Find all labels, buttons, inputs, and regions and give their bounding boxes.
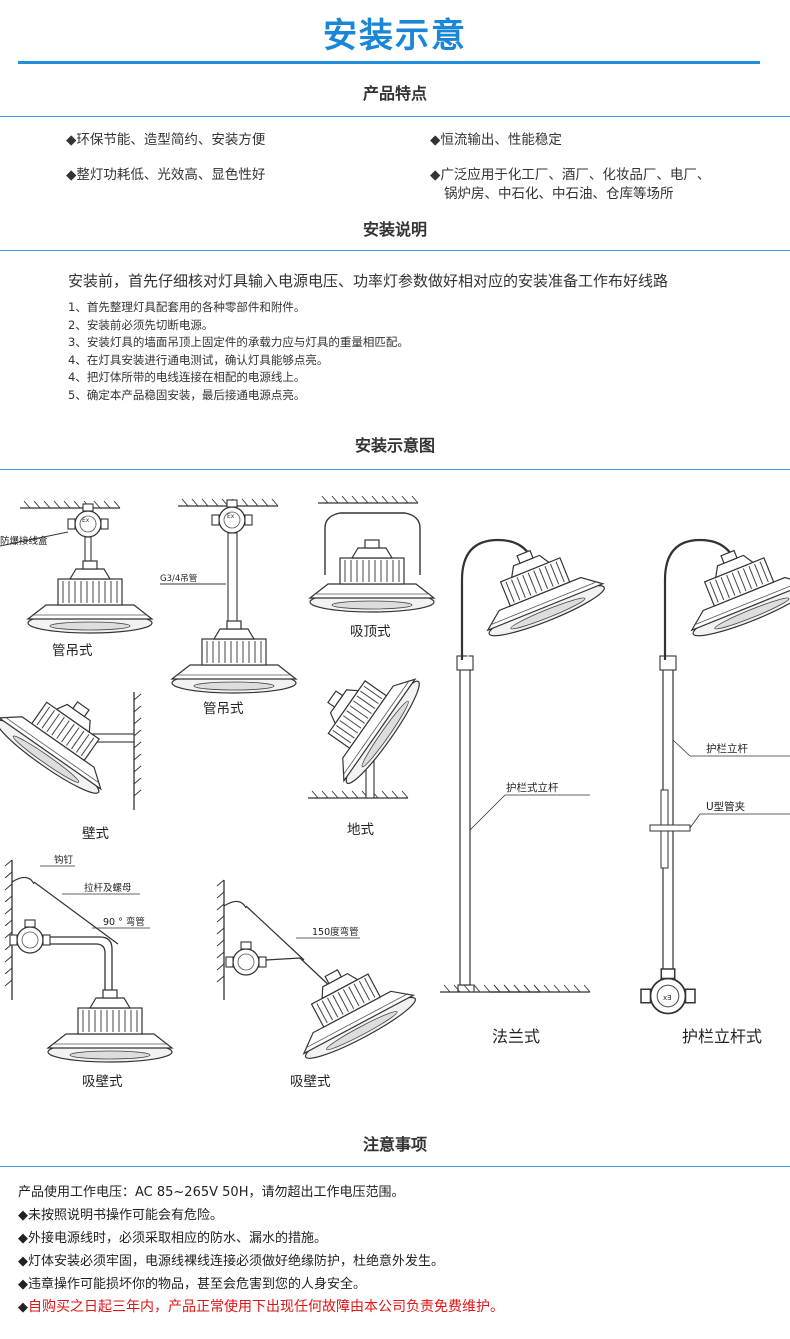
guard-pole-label: 护栏式立杆	[506, 781, 559, 794]
note-item: ◆违章操作可能损坏你的物品，甚至会危害到您的人身安全。	[18, 1277, 366, 1292]
diagram-divider	[0, 469, 790, 470]
notes-heading: 注意事项	[362, 1135, 427, 1154]
label-pendant-b: 管吊式	[203, 701, 244, 717]
junction-box-shape	[640, 968, 696, 1015]
feature-item: 锅炉房、中石化、中石油、仓库等场所	[444, 186, 674, 202]
warranty-note: ◆自购买之日起三年内，产品正常使用下出现任何故障由本公司负责免费维护。	[18, 1296, 504, 1319]
lamp-ceiling	[309, 539, 435, 613]
note-item: ◆未按照说明书操作可能会有危险。	[18, 1208, 223, 1223]
label-ceiling: 吸顶式	[350, 624, 391, 640]
page-title: 安装示意	[323, 16, 467, 56]
lamp-guard-rail	[669, 529, 790, 644]
label-pendant-a: 管吊式	[52, 643, 93, 659]
feature-item: ◆恒流输出、性能稳定	[430, 132, 562, 148]
install-step: 1、首先整理灯具配套用的各种零部件和附件。	[68, 300, 306, 314]
install-steps: 1、首先整理灯具配套用的各种零部件和附件。 2、安装前必须先切断电源。 3、安装…	[68, 299, 409, 404]
diagram-heading: 安装示意图	[354, 436, 435, 455]
ground-hatch	[307, 790, 409, 799]
ground-hatch	[489, 984, 591, 993]
label-rail-pole-style: 护栏立杆式	[682, 1027, 762, 1046]
label-wall-arm-b: 吸壁式	[290, 1074, 331, 1090]
lamp-pendant-a	[27, 560, 153, 634]
feature-item: ◆整灯功耗低、光效高、显色性好	[66, 167, 266, 183]
label-wall: 壁式	[82, 826, 109, 842]
ex-mark: Ex	[82, 517, 90, 524]
notes-list: 产品使用工作电压：AC 85~265V 50H，请勿超出工作电压范围。 ◆未按照…	[18, 1181, 504, 1319]
feature-item: ◆环保节能、造型简约、安装方便	[66, 132, 266, 148]
lamp-wall-arm-b	[276, 943, 421, 1067]
lamp-floor	[295, 645, 428, 790]
feature-item: ◆广泛应用于化工厂、酒厂、化妆品厂、电厂、	[430, 167, 711, 183]
ex-mark-rev: xƎ	[663, 994, 672, 1002]
install-step: 4、在灯具安装进行通电测试，确认灯具能够点亮。	[68, 352, 329, 367]
warranty-bullet: ◆	[18, 1300, 28, 1315]
pipe-label: G3/4吊管	[160, 573, 197, 584]
junction-box-shape	[9, 919, 51, 954]
ceiling-hatch	[317, 495, 419, 504]
elbow150-label: 150度弯管	[312, 926, 359, 938]
features-heading: 产品特点	[362, 84, 427, 103]
junction-box-label: 防爆接线盒	[0, 535, 48, 547]
note-item: ◆灯体安装必须牢固，电源线裸线连接必须做好绝缘防护，杜绝意外发生。	[18, 1254, 444, 1269]
install-intro: 安装前，首先仔细核对灯具输入电源电压、功率灯参数做好相对应的安装准备工作布好线路	[68, 272, 669, 290]
lamp-wall-arm-a	[47, 989, 173, 1063]
install-heading: 安装说明	[362, 220, 427, 239]
elbow90-label: 90 ° 弯管	[103, 916, 145, 928]
label-flange: 法兰式	[492, 1027, 540, 1046]
u-clamp-label: U型管夹	[706, 800, 745, 813]
notes-divider	[0, 1166, 790, 1167]
lamp-pendant-b	[171, 620, 297, 694]
note-item: ◆外接电源线时，必须采取相应的防水、漏水的措施。	[18, 1231, 327, 1246]
install-step: 5、确定本产品稳固安装，最后接通电源点亮。	[68, 387, 306, 402]
ceiling-hatch	[19, 500, 121, 509]
warranty-text: 自购买之日起三年内，产品正常使用下出现任何故障由本公司负责免费维护。	[28, 1299, 504, 1315]
install-divider	[0, 250, 790, 251]
junction-box-shape	[225, 941, 267, 976]
hook-label: 钩钉	[54, 854, 74, 866]
rod-label: 拉杆及螺母	[84, 882, 132, 894]
install-diagram: Ex 防爆接线盒 管吊式 Ex G3/4吊管 管吊式 吸顶式 壁式 地式 钩钉 …	[0, 495, 790, 1090]
ex-mark: Ex	[227, 513, 235, 520]
guard-rail-pole-label: 护栏立杆	[706, 742, 748, 755]
lamp-flange	[465, 529, 609, 644]
note-item: 产品使用工作电压：AC 85~265V 50H，请勿超出工作电压范围。	[18, 1185, 405, 1200]
label-floor: 地式	[347, 822, 374, 838]
features-divider	[0, 116, 790, 117]
install-step: 3、安装灯具的墙面吊顶上固定件的承载力应与灯具的重量相匹配。	[68, 335, 409, 349]
install-step: 2、安装前必须先切断电源。	[68, 317, 214, 332]
label-wall-arm-a: 吸壁式	[82, 1074, 123, 1090]
install-step: 4、把灯体所带的电线连接在相配的电源线上。	[68, 370, 306, 384]
title-divider	[18, 61, 760, 64]
